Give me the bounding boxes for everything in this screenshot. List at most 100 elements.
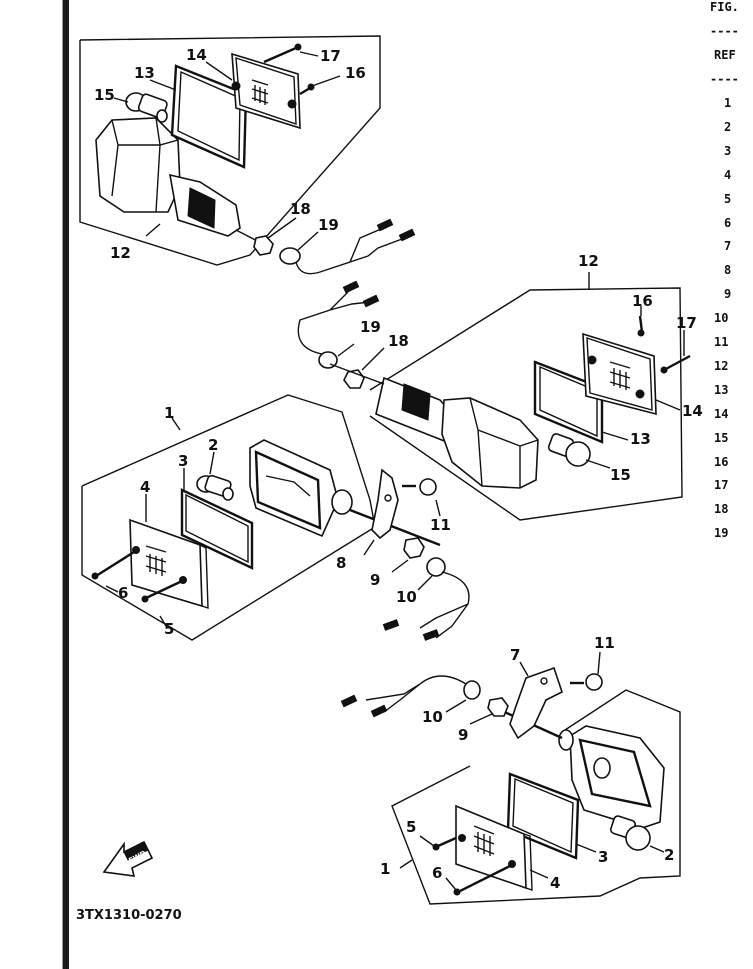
housing-socket	[331, 489, 353, 515]
callout-11: 11	[430, 516, 451, 534]
upper-left-signal-assembly: 17 16 14 13 15 12 18 19	[79, 35, 416, 275]
callout-7: 7	[510, 646, 520, 664]
leader-line	[205, 61, 233, 81]
callout-6: 6	[432, 864, 442, 882]
ref-number: 4	[724, 167, 732, 182]
screw-hole	[231, 81, 241, 91]
callout-5: 5	[406, 818, 416, 836]
screw-hole	[132, 546, 140, 554]
callout-13: 13	[630, 430, 651, 448]
screw-long	[263, 46, 297, 64]
screw-long	[457, 864, 511, 894]
callout-14: 14	[682, 402, 703, 420]
assembly-boundary	[79, 35, 381, 266]
reflector	[265, 475, 311, 497]
ref-number: 3	[724, 143, 732, 158]
assembly-boundary	[81, 394, 376, 641]
leader-line	[391, 559, 409, 573]
screw-short	[145, 580, 181, 600]
callout-16: 16	[345, 64, 366, 82]
wire-leads	[295, 225, 411, 275]
callout-9: 9	[458, 726, 468, 744]
header-divider: ----	[710, 24, 739, 38]
thread-section	[401, 383, 431, 421]
screw-short	[638, 315, 644, 333]
lens-grid	[251, 79, 269, 105]
fig-header: FIG.	[710, 0, 739, 14]
wire-connector	[398, 228, 416, 242]
housing-facets	[469, 397, 539, 488]
callout-18: 18	[290, 200, 311, 218]
screw-short	[437, 836, 457, 848]
lens-edge	[523, 833, 533, 891]
leader-line	[361, 347, 385, 371]
lens-grid	[473, 825, 495, 856]
ref-number: 5	[724, 191, 732, 206]
callout-8: 8	[336, 554, 346, 572]
drawing-code: 3TX1310-0270	[76, 908, 182, 923]
ref-number: 9	[724, 287, 732, 302]
screw-hole	[287, 99, 297, 109]
screw-head	[637, 329, 645, 337]
leader-line	[417, 575, 433, 591]
ref-number: 11	[714, 335, 729, 349]
leader-line	[113, 97, 129, 103]
ref-number: 6	[724, 215, 732, 230]
screw-head	[91, 572, 99, 580]
housing-facets	[111, 117, 179, 213]
leader-line	[445, 699, 467, 713]
binding-edge-shadow	[62, 0, 63, 969]
ref-number: 10	[714, 311, 729, 326]
right-signal-assembly: 12	[297, 252, 703, 521]
wire-connector	[342, 280, 360, 294]
housing	[441, 397, 539, 489]
leader-line	[299, 51, 319, 57]
wire-leads	[365, 675, 467, 713]
wire-connector	[340, 694, 358, 708]
leader-line	[267, 217, 297, 239]
callout-2: 2	[208, 436, 218, 454]
ref-number: 14	[714, 406, 729, 421]
stay-hole	[384, 494, 392, 502]
callout-11: 11	[594, 634, 615, 652]
leader-line	[529, 869, 549, 879]
assembly-boundary	[369, 287, 683, 521]
wire-stem	[329, 363, 385, 385]
callout-12: 12	[578, 252, 599, 270]
callout-4: 4	[140, 478, 150, 496]
leader-line	[445, 877, 457, 891]
wire-connector	[422, 629, 440, 641]
callout-2: 2	[664, 846, 674, 864]
mount-stem	[349, 508, 441, 547]
leader-line	[419, 835, 435, 847]
callout-5: 5	[164, 620, 174, 638]
assembly-boundary	[391, 689, 681, 905]
leader-line	[337, 343, 355, 357]
lens	[231, 52, 301, 130]
lens-grid	[609, 361, 631, 390]
ref-number: 2	[724, 119, 732, 134]
ref-header: REF	[714, 48, 736, 62]
callout-10: 10	[396, 588, 417, 606]
binding-edge	[63, 0, 69, 969]
leader-line	[399, 859, 413, 869]
callout-15: 15	[610, 466, 631, 484]
ref-number: 12	[714, 358, 729, 373]
callout-14: 14	[186, 46, 207, 64]
callout-15: 15	[94, 86, 115, 104]
callout-1: 1	[164, 404, 174, 422]
callout-19: 19	[318, 216, 339, 234]
screw-head	[141, 595, 149, 603]
housing-socket	[558, 729, 574, 751]
leader-line	[209, 451, 215, 475]
lower-right-signal-assembly: 11 7 10 9 1 5 6 4 3 2	[340, 634, 681, 905]
ref-number: 7	[724, 239, 732, 254]
callout-19: 19	[360, 318, 381, 336]
lens-gasket	[506, 772, 580, 860]
wire-connector	[362, 294, 380, 308]
fwd-arrow-face	[123, 841, 149, 861]
callout-6: 6	[118, 584, 128, 602]
leader-line	[469, 713, 493, 725]
grommet	[318, 351, 338, 369]
